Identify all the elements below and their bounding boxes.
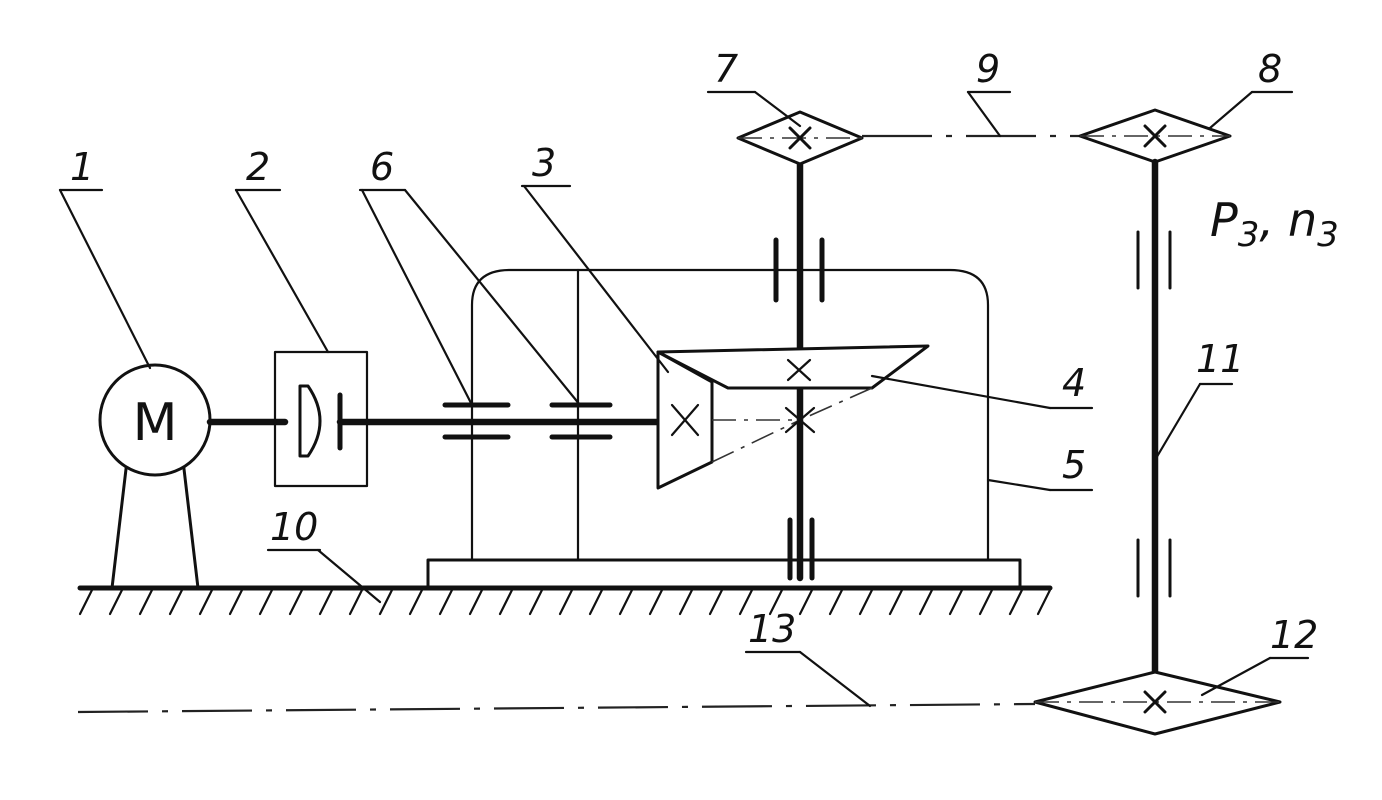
ground-hatching (78, 588, 1052, 616)
speed-symbol: n (1288, 193, 1317, 247)
sprocket-8 (1078, 108, 1232, 164)
motor-symbol: M (133, 393, 178, 453)
label-8: 8 (1258, 47, 1282, 91)
label-4: 4 (1062, 361, 1086, 405)
pitch-lines (711, 387, 873, 463)
ground (77, 585, 1053, 616)
label-6: 6 (370, 145, 394, 189)
label-11: 11 (1196, 337, 1244, 381)
label-3: 3 (532, 141, 556, 185)
label-9: 9 (976, 47, 1000, 91)
drive-shaft-bearings (1136, 230, 1172, 598)
power-subscript: 3 (1238, 215, 1260, 255)
output-shaft-bearings (773, 237, 825, 581)
label-5: 5 (1062, 443, 1086, 487)
position-labels: 1 2 6 3 7 9 8 4 5 11 10 12 13 (70, 47, 1318, 657)
note-separator: , (1259, 193, 1274, 247)
bevel-pinion (656, 350, 714, 490)
label-10: 10 (270, 505, 318, 549)
output-power-speed-note: P3,n3 (1210, 193, 1339, 255)
coupling (273, 350, 664, 488)
electric-motor: M (98, 363, 212, 590)
label-1: 1 (70, 145, 94, 189)
power-symbol: P (1210, 193, 1238, 247)
sprocket-12 (1033, 670, 1282, 736)
label-12: 12 (1270, 613, 1318, 657)
gearbox-housing (426, 268, 1022, 590)
speed-subscript: 3 (1317, 215, 1339, 255)
label-2: 2 (246, 145, 270, 189)
leader-lines (58, 90, 1310, 708)
label-13: 13 (748, 607, 796, 651)
label-7: 7 (714, 47, 738, 91)
chain-13 (77, 702, 1036, 714)
sprocket-7 (736, 110, 864, 166)
